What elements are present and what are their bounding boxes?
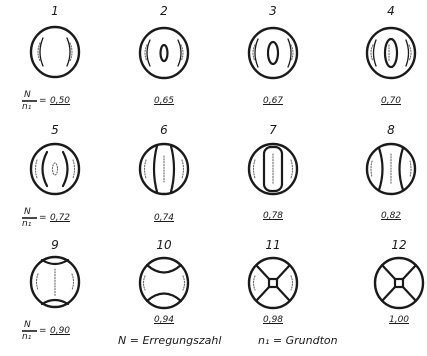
pattern-9 bbox=[31, 257, 79, 307]
pattern-1 bbox=[31, 27, 79, 77]
ratio-value-9: 0,90 bbox=[50, 327, 70, 336]
pattern-8 bbox=[367, 144, 415, 194]
legend-fundamental-tone: n₁ = Grundton bbox=[258, 335, 338, 346]
ratio-value-7: 0,78 bbox=[263, 212, 283, 221]
ratio-equals-2: = bbox=[39, 214, 47, 223]
figure-number-10: 10 bbox=[156, 239, 171, 251]
figure-number-1: 1 bbox=[51, 5, 59, 17]
figure-number-4: 4 bbox=[387, 5, 395, 17]
ratio-value-12: 1,00 bbox=[389, 316, 409, 325]
figure-number-5: 5 bbox=[51, 124, 59, 136]
pattern-6 bbox=[140, 144, 188, 194]
ratio-value-1: 0,50 bbox=[50, 97, 70, 106]
ratio-value-6: 0,74 bbox=[154, 214, 174, 223]
figure-number-2: 2 bbox=[160, 5, 168, 17]
pattern-3 bbox=[249, 28, 297, 78]
figure-number-12: 12 bbox=[391, 239, 406, 251]
figure-number-11: 11 bbox=[265, 239, 280, 251]
ratio-numerator-2: N bbox=[24, 208, 31, 217]
pattern-7 bbox=[249, 144, 297, 194]
pattern-10 bbox=[140, 258, 188, 308]
figure-number-8: 8 bbox=[387, 124, 395, 136]
ratio-value-4: 0,70 bbox=[381, 97, 401, 106]
ratio-value-11: 0,98 bbox=[263, 316, 283, 325]
ratio-value-10: 0,94 bbox=[154, 316, 174, 325]
legend-excitation-number: N = Erregungszahl bbox=[118, 335, 221, 346]
ratio-value-3: 0,67 bbox=[263, 97, 283, 106]
ratio-value-8: 0,82 bbox=[381, 212, 401, 221]
ratio-value-5: 0,72 bbox=[50, 214, 70, 223]
figure-number-6: 6 bbox=[160, 124, 168, 136]
ratio-numerator-3: N bbox=[24, 321, 31, 330]
pattern-5 bbox=[31, 144, 79, 194]
pattern-4 bbox=[367, 28, 415, 78]
ratio-denominator-1: n₁ bbox=[22, 103, 31, 112]
ratio-equals-1: = bbox=[39, 97, 47, 106]
ratio-numerator-1: N bbox=[24, 91, 31, 100]
pattern-2 bbox=[140, 28, 188, 78]
figure-number-3: 3 bbox=[269, 5, 277, 17]
pattern-12 bbox=[375, 258, 423, 308]
ratio-value-2: 0,65 bbox=[154, 97, 174, 106]
figure-number-9: 9 bbox=[51, 239, 59, 251]
figure-number-7: 7 bbox=[269, 124, 277, 136]
ratio-denominator-2: n₁ bbox=[22, 220, 31, 229]
pattern-11 bbox=[249, 258, 297, 308]
ratio-denominator-3: n₁ bbox=[22, 333, 31, 342]
ratio-equals-3: = bbox=[39, 327, 47, 336]
